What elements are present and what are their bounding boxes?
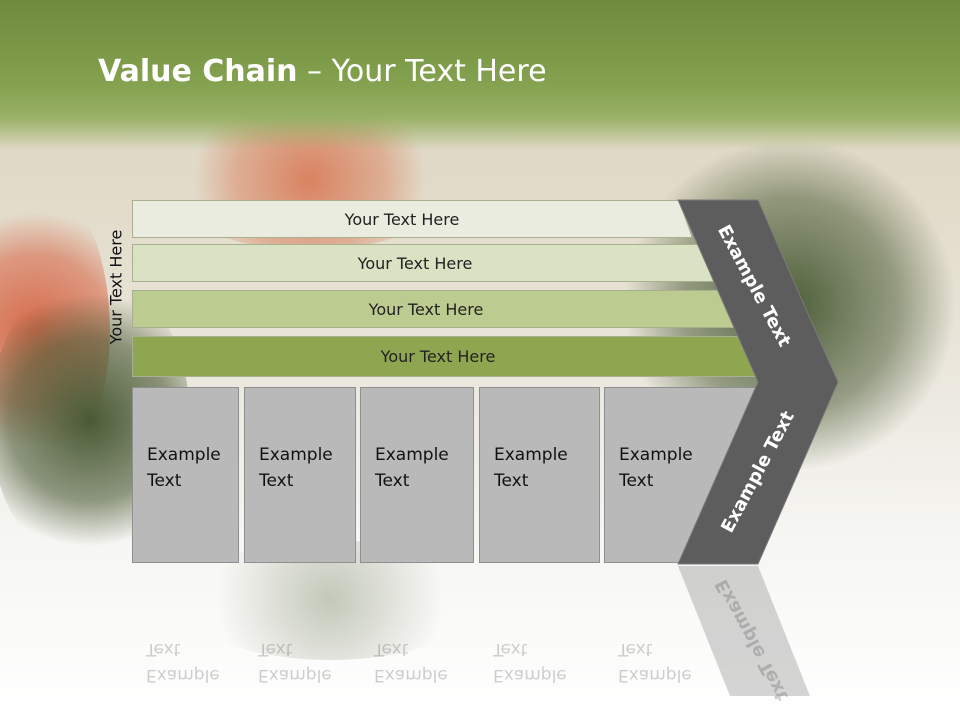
slide-title: Value Chain – Your Text Here — [98, 54, 547, 89]
row-3[interactable]: Your Text Here — [132, 290, 740, 328]
row-4-label: Your Text Here — [380, 347, 496, 366]
row-3-label: Your Text Here — [368, 299, 484, 319]
row-1-label: Your Text Here — [344, 209, 460, 229]
column-1-reflection-line2: Text — [146, 639, 181, 659]
row-4[interactable]: Your Text Here — [132, 336, 764, 377]
column-2-reflection-line2: Text — [258, 639, 293, 659]
chevron-reflection — [678, 566, 810, 696]
chevron-reflection-polygon — [678, 566, 810, 696]
header-band — [0, 0, 960, 150]
column-2-reflection-line1: Example — [258, 665, 332, 685]
column-3-reflection: Example Text — [360, 566, 474, 686]
column-5-reflection-line2: Text — [618, 639, 653, 659]
column-1-reflection: Example Text — [132, 566, 239, 686]
column-3-line2: Text — [375, 471, 410, 491]
column-4-reflection-line1: Example — [493, 665, 567, 685]
column-3-reflection-line1: Example — [374, 665, 448, 685]
column-5-line2: Text — [619, 471, 654, 491]
row-2-label: Your Text Here — [357, 253, 473, 273]
column-5-line1: Example — [619, 445, 693, 465]
title-bold: Value Chain — [98, 54, 298, 89]
column-4-reflection-line2: Text — [493, 639, 528, 659]
column-4-reflection: Example Text — [479, 566, 600, 686]
chevron-polygon — [677, 199, 839, 565]
column-2-line2: Text — [259, 471, 294, 491]
column-1-line2: Text — [147, 471, 182, 491]
column-2-line1: Example — [259, 445, 333, 465]
row-1[interactable]: Your Text Here — [132, 200, 692, 238]
column-4-line2: Text — [494, 471, 529, 491]
column-1-reflection-line1: Example — [146, 665, 220, 685]
column-1-line1: Example — [147, 445, 221, 465]
title-rest: – Your Text Here — [297, 54, 547, 89]
column-3-reflection-line2: Text — [374, 639, 409, 659]
column-3-line1: Example — [375, 445, 449, 465]
column-4-line1: Example — [494, 445, 568, 465]
chevron-shape[interactable] — [670, 196, 850, 576]
column-2-reflection: Example Text — [244, 566, 356, 686]
row-2[interactable]: Your Text Here — [132, 244, 718, 282]
side-label: Your Text Here — [106, 229, 126, 345]
